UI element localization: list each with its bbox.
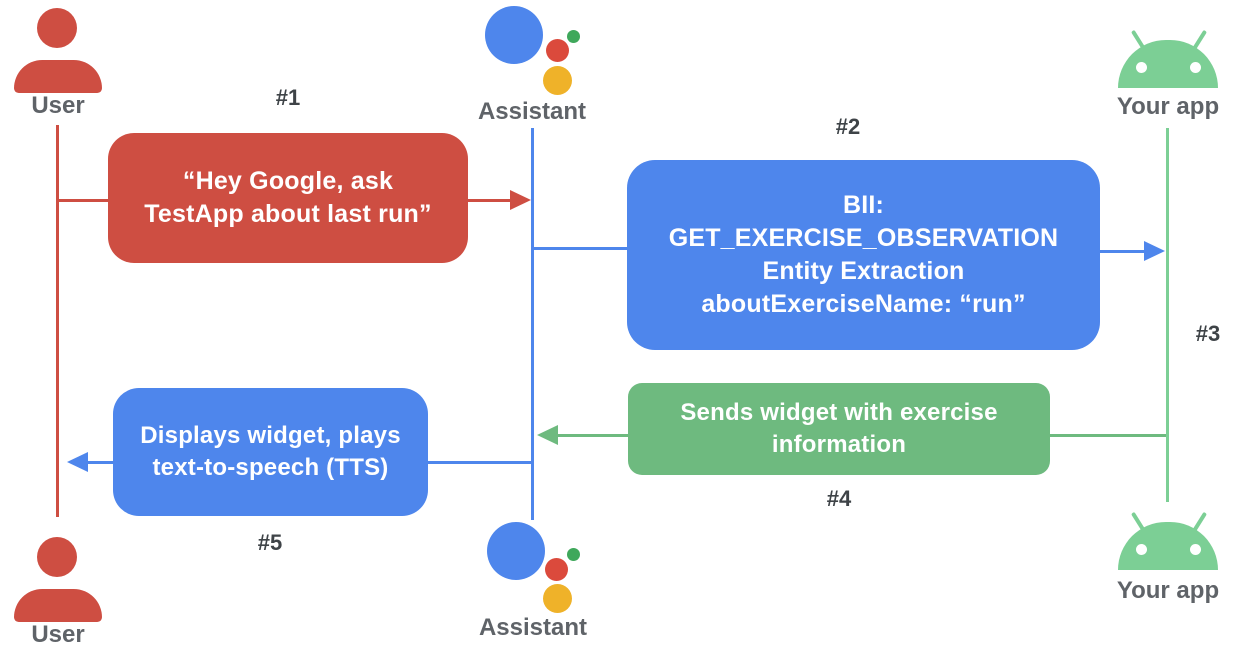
msg1-arrowhead-icon xyxy=(510,190,531,210)
step-3-label: #3 xyxy=(1195,321,1221,346)
assistant-red-dot xyxy=(545,558,568,581)
android-dome-shape xyxy=(1118,522,1218,570)
step-1-label: #1 xyxy=(275,85,301,110)
person-body-shape xyxy=(14,60,102,93)
msg5-arrow-line xyxy=(87,461,113,464)
assistant-green-dot xyxy=(567,30,580,43)
android-eye-left xyxy=(1136,544,1147,555)
msg4-widget-text: Sends widget with exercise information xyxy=(680,399,998,458)
assistant-lifeline xyxy=(531,128,534,520)
msg5-arrowhead-icon xyxy=(67,452,88,472)
person-head-shape xyxy=(37,8,77,48)
msg1-user-query-text: “Hey Google, ask TestApp about last run” xyxy=(144,167,432,228)
msg3-arrowhead-icon xyxy=(1144,241,1165,261)
msg2-bii-box: BII: GET_EXERCISE_OBSERVATION Entity Ext… xyxy=(627,160,1100,350)
user-bottom-label: User xyxy=(31,621,85,648)
assistant-red-dot xyxy=(546,39,569,62)
msg4-connector-line xyxy=(1050,434,1166,437)
assistant-bottom-label: Assistant xyxy=(478,614,588,641)
assistant-green-dot xyxy=(567,548,580,561)
android-eye-right xyxy=(1190,544,1201,555)
msg2-bii-text: BII: GET_EXERCISE_OBSERVATION Entity Ext… xyxy=(668,191,1059,318)
person-head-shape xyxy=(37,537,77,577)
msg1-connector-line xyxy=(56,199,108,202)
user-lifeline xyxy=(56,125,59,517)
msg4-arrow-line xyxy=(557,434,628,437)
step-5-label: #5 xyxy=(257,530,283,555)
msg5-connector-line xyxy=(428,461,531,464)
step-2-label: #2 xyxy=(835,114,861,139)
msg4-arrowhead-icon xyxy=(537,425,558,445)
msg1-arrow-line xyxy=(468,199,510,202)
android-eye-right xyxy=(1190,62,1201,73)
assistant-yellow-dot xyxy=(543,66,572,95)
app-top-label: Your app xyxy=(1116,93,1220,120)
msg3-arrow-line xyxy=(1100,250,1144,253)
android-eye-left xyxy=(1136,62,1147,73)
app-bottom-label: Your app xyxy=(1116,577,1220,604)
user-top-label: User xyxy=(31,92,85,119)
app-lifeline xyxy=(1166,128,1169,502)
msg1-user-query-box: “Hey Google, ask TestApp about last run” xyxy=(108,133,468,263)
assistant-blue-dot xyxy=(485,6,543,64)
msg4-widget-box: Sends widget with exercise information xyxy=(628,383,1050,475)
msg2-connector-line xyxy=(533,247,627,250)
android-dome-shape xyxy=(1118,40,1218,88)
step-4-label: #4 xyxy=(826,486,852,511)
assistant-blue-dot xyxy=(487,522,545,580)
msg5-display-text: Displays widget, plays text-to-speech (T… xyxy=(140,422,401,481)
assistant-top-label: Assistant xyxy=(477,98,587,125)
msg5-display-box: Displays widget, plays text-to-speech (T… xyxy=(113,388,428,516)
person-body-shape xyxy=(14,589,102,622)
assistant-yellow-dot xyxy=(543,584,572,613)
